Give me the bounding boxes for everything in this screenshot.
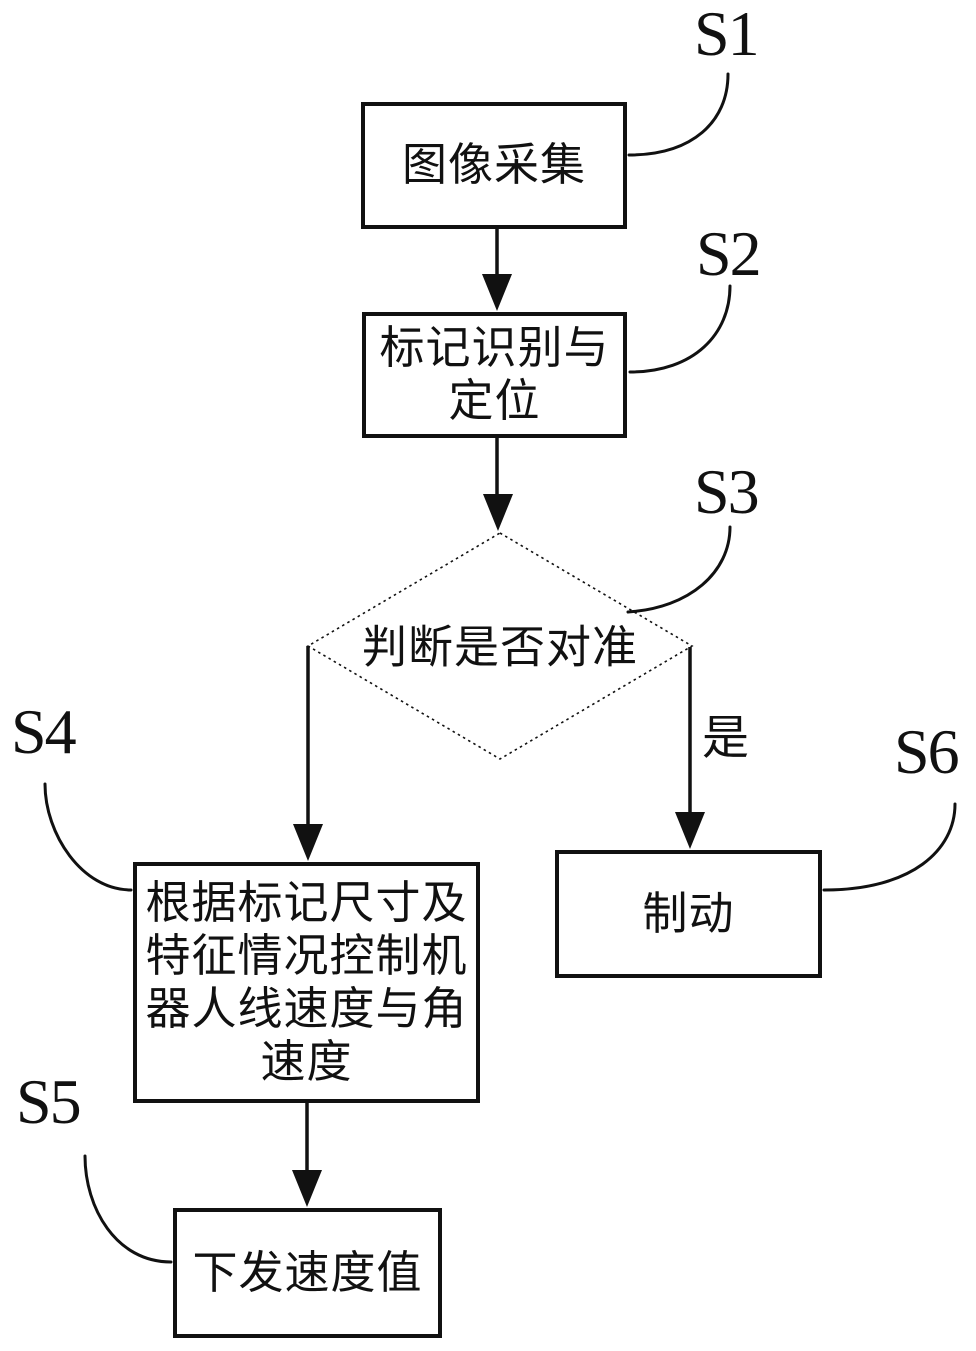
arrow-capture-to-recognition <box>482 229 512 311</box>
step-label-s5: S5 <box>16 1066 82 1137</box>
leader-s2 <box>628 284 732 374</box>
node-brake: 制动 <box>555 850 822 978</box>
leader-s6 <box>822 802 957 892</box>
step-label-s1: S1 <box>694 0 760 69</box>
leader-s4 <box>43 782 133 892</box>
step-leader-curves <box>43 72 957 1264</box>
node-velocity-control-label-line2: 特征情况控制机 <box>145 930 468 981</box>
node-brake-label: 制动 <box>642 888 735 939</box>
node-velocity-control-label-line4: 速度 <box>260 1036 353 1087</box>
arrow-recognition-to-decision <box>483 438 513 531</box>
node-send-velocity: 下发速度值 <box>173 1208 442 1338</box>
node-marker-recognition-label-line2: 定位 <box>448 376 541 426</box>
node-velocity-control-label-line1: 根据标记尺寸及 <box>145 877 468 928</box>
arrow-velocity-control-to-send <box>292 1103 322 1207</box>
node-marker-recognition-label-line1: 标记识别与 <box>379 323 610 373</box>
node-image-capture: 图像采集 <box>361 102 627 229</box>
node-velocity-control: 根据标记尺寸及 特征情况控制机 器人线速度与角 速度 <box>133 862 480 1103</box>
node-velocity-control-label-line3: 器人线速度与角 <box>145 983 468 1034</box>
node-alignment-decision-label: 判断是否对准 <box>361 622 639 673</box>
decision-diamond-outline <box>306 532 694 760</box>
node-image-capture-label: 图像采集 <box>401 140 586 190</box>
step-label-s3: S3 <box>694 456 760 527</box>
node-send-velocity-label: 下发速度值 <box>192 1247 423 1298</box>
arrow-decision-to-velocity-control <box>293 646 323 861</box>
step-label-s4: S4 <box>11 696 77 767</box>
leader-s3 <box>626 525 732 614</box>
leader-s5 <box>83 1154 173 1264</box>
edge-label-yes: 是 <box>702 713 749 765</box>
step-label-s6: S6 <box>894 716 960 787</box>
arrow-decision-to-brake <box>675 647 705 849</box>
leader-s1 <box>627 72 730 157</box>
step-label-s2: S2 <box>696 218 762 289</box>
node-marker-recognition: 标记识别与 定位 <box>362 312 627 438</box>
